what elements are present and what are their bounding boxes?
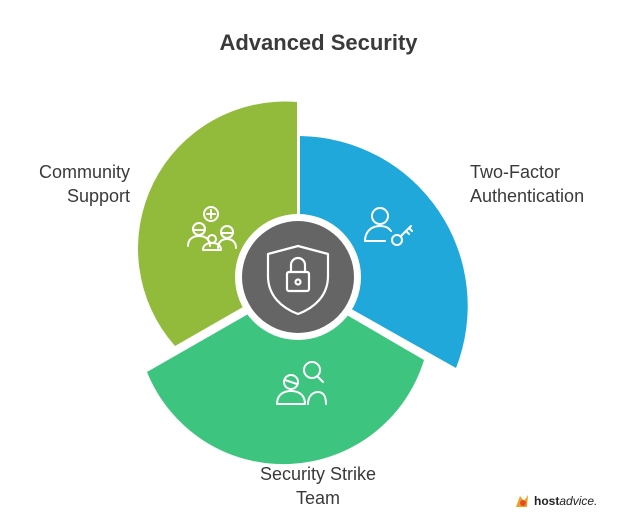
label-team-line2: Team xyxy=(295,488,340,508)
segment-security-strike-team xyxy=(147,286,424,465)
brand-name-rest: advice. xyxy=(559,494,598,508)
diagram-title: Advanced Security xyxy=(219,30,418,55)
user-key-icon xyxy=(364,207,413,246)
brand-name: hostadvice. xyxy=(534,494,597,508)
segment-two-factor-authentication xyxy=(300,136,468,368)
brand-mark-icon xyxy=(516,495,528,507)
label-tfa-line1: Two-Factor xyxy=(470,162,561,182)
brand-logo: hostadvice. xyxy=(514,491,597,511)
label-two-factor: Two-Factor Authentication xyxy=(470,160,630,208)
label-community-line1: Community xyxy=(38,162,130,182)
label-community-support: Community Support xyxy=(20,160,130,208)
hub-circle xyxy=(242,221,354,333)
label-tfa-line2: Authentication xyxy=(470,186,585,206)
label-community-line2: Support xyxy=(66,186,130,206)
label-security-strike-team: Security Strike Team xyxy=(218,462,418,510)
team-search-icon xyxy=(276,361,327,405)
shield-lock-icon xyxy=(266,244,330,316)
group-add-icon xyxy=(187,206,237,251)
label-team-line1: Security Strike xyxy=(259,464,377,484)
brand-name-bold: host xyxy=(534,494,560,508)
